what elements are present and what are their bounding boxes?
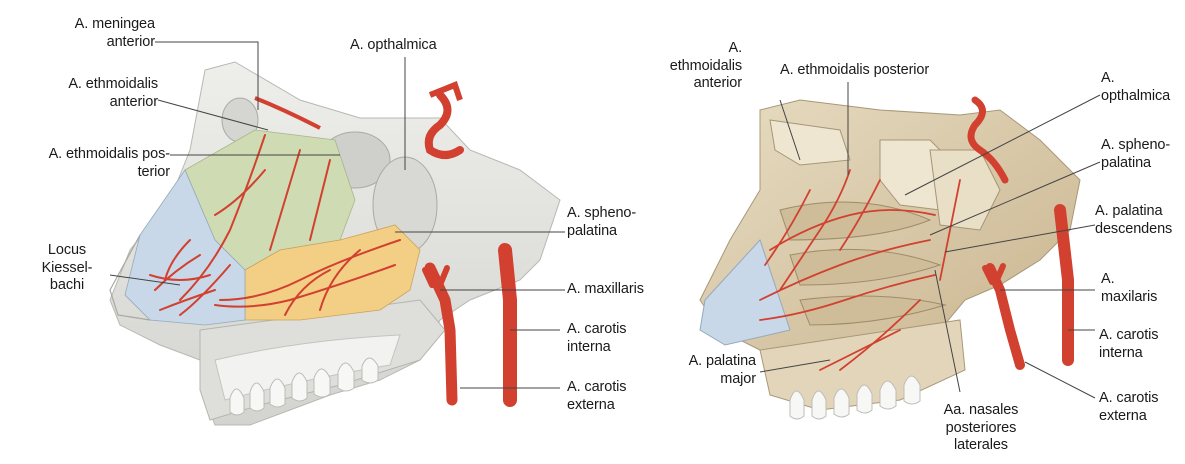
label-sphenopalatina-left: A. spheno- palatina: [567, 205, 636, 240]
label-locus-kiesselbachi: Locus Kiessel- bachi: [28, 242, 106, 295]
label-maxilaris-right: A. maxilaris: [1101, 271, 1157, 306]
label-carotis-externa-right: A. carotis externa: [1099, 390, 1158, 425]
label-sphenopalatina-right: A. spheno- palatina: [1101, 137, 1170, 172]
label-ethmoidalis-anterior-left: A. ethmoidalis anterior: [40, 76, 158, 111]
label-meningea-anterior: A. meningea anterior: [55, 16, 155, 51]
label-maxillaris: A. maxillaris: [567, 281, 644, 299]
left-skull-section: [110, 62, 560, 425]
label-palatina-descendens: A. palatina descendens: [1095, 203, 1172, 238]
right-skull-section: [700, 100, 1080, 419]
label-carotis-interna-right: A. carotis interna: [1099, 327, 1158, 362]
label-nasales-posteriores-laterales: Aa. nasales posteriores laterales: [936, 402, 1026, 455]
label-carotis-externa-left: A. carotis externa: [567, 379, 626, 414]
label-opthalmica-right: A. opthalmica: [1101, 70, 1170, 105]
label-ethmoidalis-posterior-right: A. ethmoidalis posterior: [780, 62, 929, 80]
label-palatina-major: A. palatina major: [670, 353, 756, 388]
label-ethmoidalis-anterior-right: A. ethmoidalis anterior: [650, 40, 742, 93]
label-carotis-interna-left: A. carotis interna: [567, 321, 626, 356]
label-opthalmica-left: A. opthalmica: [350, 37, 437, 55]
label-ethmoidalis-posterior-left: A. ethmoidalis pos- terior: [10, 146, 170, 181]
